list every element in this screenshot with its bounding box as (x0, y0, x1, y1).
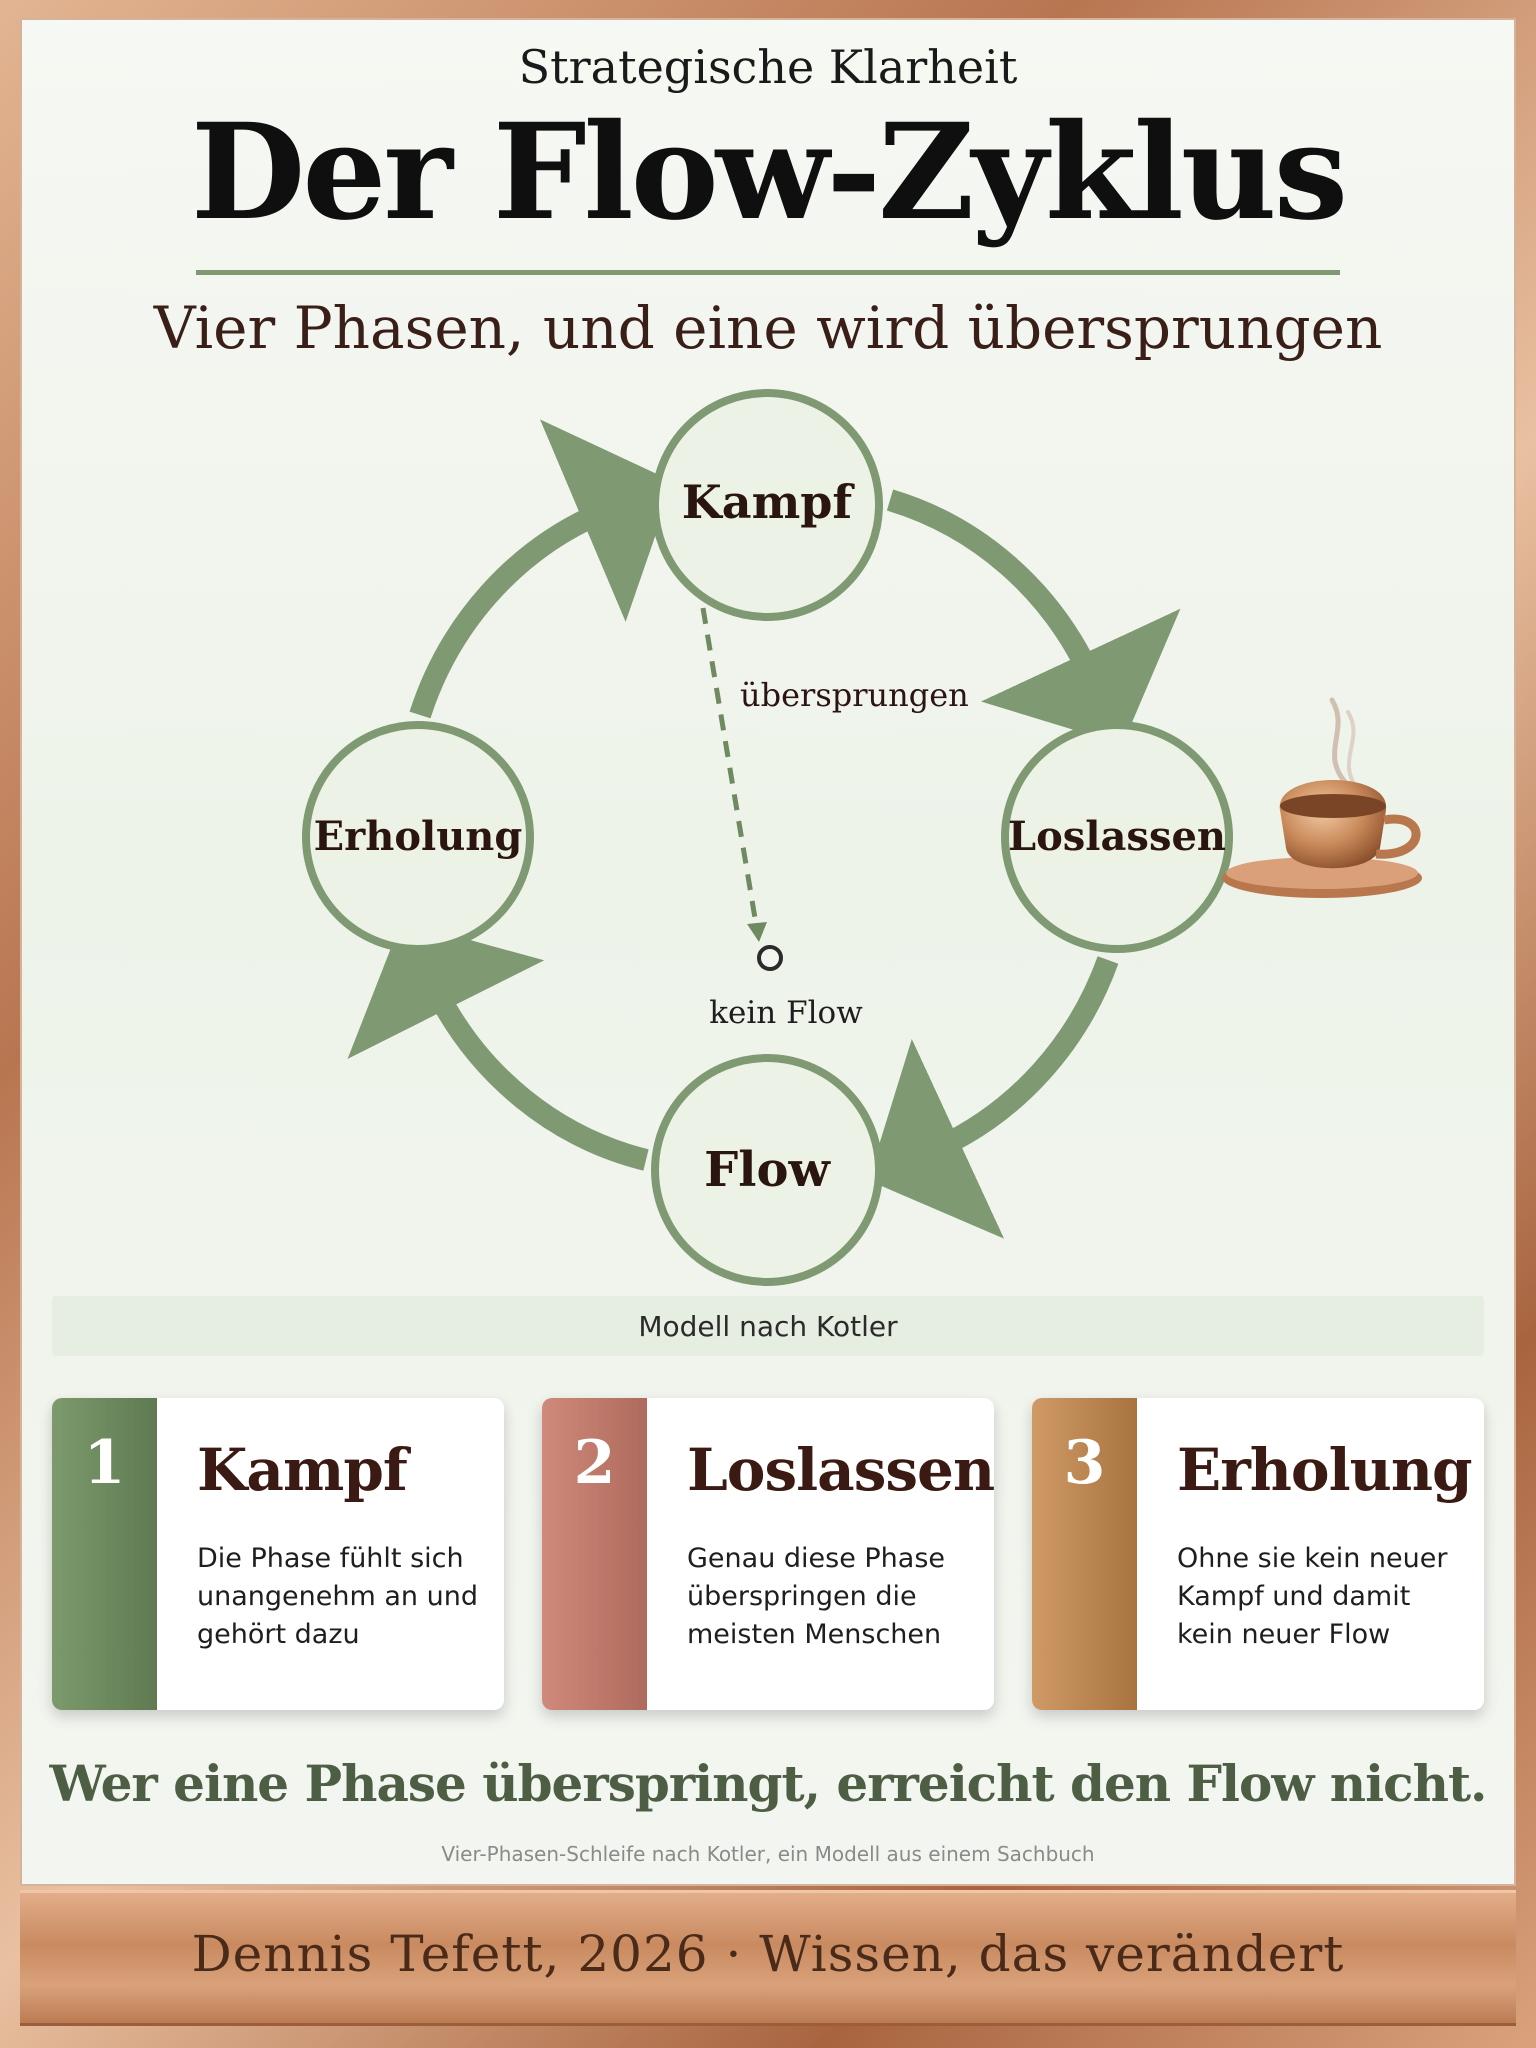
node-loslassen: Loslassen (1001, 721, 1233, 953)
arrow-loslassen-to-flow (868, 956, 1119, 1239)
node-erholung: Erholung (302, 721, 534, 953)
node-label-flow: Flow (704, 1142, 831, 1198)
kicker: Strategische Klarheit (518, 40, 1018, 94)
card-title: Loslassen (687, 1436, 994, 1504)
card-number: 2 (573, 1428, 616, 1498)
caption-bar (52, 1296, 1484, 1356)
page-subtitle: Vier Phasen, und eine wird übersprungen (153, 294, 1383, 362)
phase-card-2: 2 Loslassen Genau diese Phase überspring… (542, 1398, 994, 1710)
node-flow: Flow (651, 1054, 883, 1286)
node-kampf: Kampf (651, 389, 883, 621)
tagline: Wer eine Phase überspringt, erreicht den… (49, 1754, 1488, 1813)
page-title: Der Flow-Zyklus (190, 95, 1348, 250)
card-number: 1 (83, 1428, 126, 1498)
card-color-strip (1032, 1398, 1137, 1710)
dead-end-marker (757, 945, 783, 971)
coffee-cup-icon (1222, 697, 1422, 898)
arrow-erholung-to-kampf (409, 419, 674, 719)
skip-label: übersprungen (740, 676, 969, 714)
dead-end-label: kein Flow (709, 995, 863, 1031)
flow-cycle-diagram: übersprungen kein Flow Kampf Loslassen F… (302, 389, 1422, 1286)
card-description: Die Phase fühlt sich unangenehm an und g… (197, 1543, 478, 1650)
arrow-flow-to-erholung (347, 921, 649, 1171)
card-color-strip (542, 1398, 647, 1710)
phase-card-1: 1 Kampf Die Phase fühlt sich unangenehm … (52, 1398, 504, 1710)
card-number: 3 (1063, 1428, 1106, 1498)
phase-card-3: 3 Erholung Ohne sie kein neuer Kampf und… (1032, 1398, 1484, 1710)
card-description: Genau diese Phase überspringen die meist… (687, 1543, 946, 1650)
node-label-loslassen: Loslassen (1008, 813, 1226, 860)
card-title: Erholung (1177, 1436, 1473, 1504)
skip-arrow-head (747, 922, 767, 942)
card-title: Kampf (197, 1436, 408, 1504)
footnote: Vier-Phasen-Schleife nach Kotler, ein Mo… (441, 1842, 1095, 1866)
skip-arrow (700, 607, 760, 931)
footer-bar (20, 1890, 1516, 2026)
arrow-kampf-to-loslassen (886, 489, 1181, 745)
node-label-kampf: Kampf (682, 475, 856, 529)
footer-text: Dennis Tefett, 2026 · Wissen, das veränd… (191, 1925, 1345, 1983)
diagram-caption: Modell nach Kotler (638, 1310, 898, 1343)
node-label-erholung: Erholung (314, 813, 523, 860)
title-divider (196, 270, 1340, 275)
card-description: Ohne sie kein neuer Kampf und damit kein… (1177, 1543, 1448, 1650)
card-color-strip (52, 1398, 157, 1710)
